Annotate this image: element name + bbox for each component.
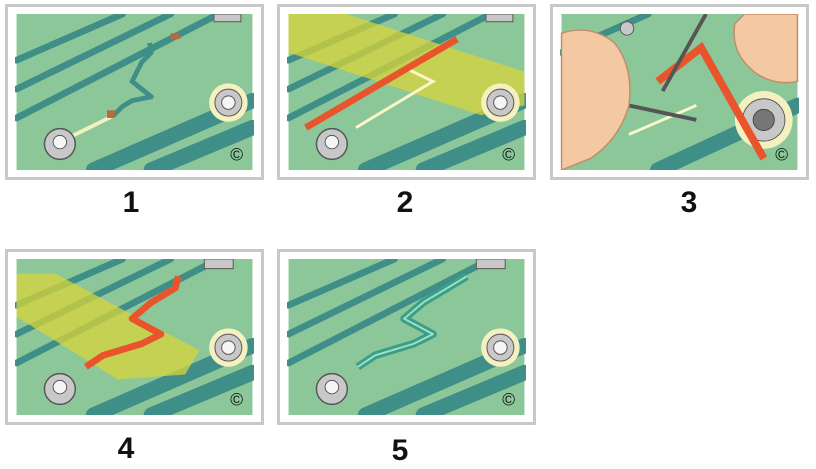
step-4-illustration: © [15,259,254,415]
step-3-panel: © [550,4,809,180]
pcb-trace [15,14,126,64]
copyright-symbol: © [502,144,515,164]
copyright-symbol: © [775,144,788,164]
pcb-trace [287,259,398,309]
pcb-trace [287,259,446,338]
step-2-illustration: © [287,14,526,170]
pcb-trace [415,119,526,170]
kapton-tape [16,273,200,380]
copyright-symbol: © [230,389,243,409]
exposed-trace-end [107,110,115,118]
pad-large [209,83,248,122]
step-number-4: 4 [117,432,135,465]
tweezer-right [660,14,708,92]
copyright-symbol: © [230,144,243,164]
hand-left [560,29,631,170]
damaged-trace [111,42,154,118]
exposed-trace-end [170,33,181,40]
step-number-3: 3 [680,186,698,219]
pad-large [209,328,248,367]
coated-repair-wire-highlight [357,275,468,368]
component-lead [475,259,506,270]
step-1-illustration: © [15,14,254,170]
step-5-illustration: © [287,259,526,415]
trace-route-outline [628,104,697,136]
component-lead [203,259,234,270]
pcb-trace [143,119,254,170]
repair-wire [84,275,182,370]
step-5-panel: © [277,249,536,425]
component-lead [485,14,514,23]
step-1-panel: © [5,4,264,180]
step-2-panel: © [277,4,536,180]
hand-right [733,14,799,84]
kapton-tape [288,14,525,116]
pad-round [43,372,76,406]
pad-large [481,328,520,367]
severed-trace-gap [68,114,114,139]
pad-round [43,127,76,161]
step-number-2: 2 [396,186,414,219]
repair-wire [304,36,459,131]
component-lead [213,14,242,23]
pad-large [481,83,520,122]
copyright-symbol: © [502,389,515,409]
step-number-1: 1 [122,186,140,219]
step-4-panel: © [5,249,264,425]
pcb-trace [15,14,223,122]
pad-round [315,127,348,161]
pcb-trace [143,364,254,415]
via [619,21,635,36]
pad-round [315,372,348,406]
step-3-illustration: © [560,14,799,170]
pcb-trace [287,259,495,367]
step-number-5: 5 [391,434,409,467]
pcb-trace [15,14,174,93]
pcb-trace [415,364,526,415]
